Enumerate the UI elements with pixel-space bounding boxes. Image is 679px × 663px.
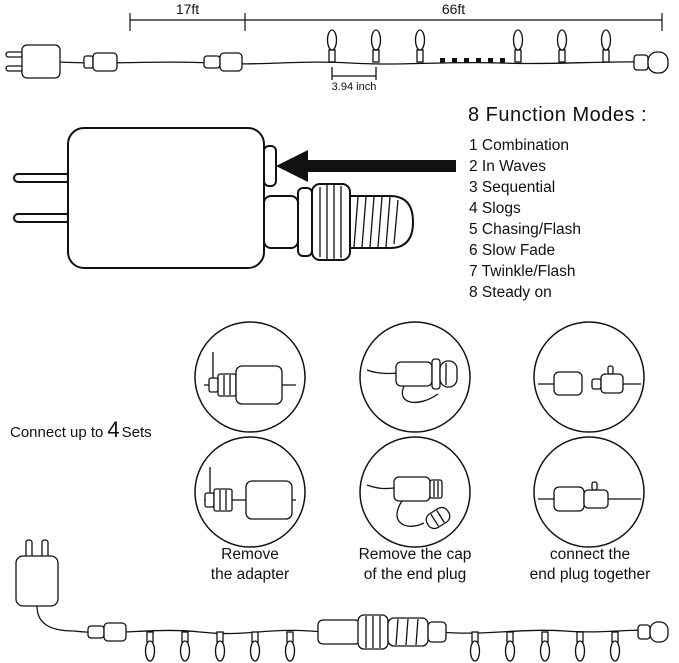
step1-caption: Remove the adapter (193, 545, 307, 585)
joined-end-plugs (317, 614, 447, 650)
bulb (609, 631, 621, 662)
end-plug-top (633, 51, 669, 74)
step-circle (533, 321, 645, 433)
knurled-ring (311, 183, 351, 261)
mode-item: 5 Chasing/Flash (469, 221, 582, 238)
mode-item: 3 Sequential (469, 179, 556, 196)
inline-connector-c (87, 622, 127, 642)
bulb (469, 631, 481, 662)
step-circle (359, 436, 471, 548)
bulb (249, 631, 261, 662)
function-modes-list: 1 Combination 2 In Waves 3 Sequential 4 … (469, 135, 581, 303)
adapter-prong (13, 173, 71, 183)
plugs-connected-drawing (538, 481, 641, 512)
connect-count: 4 (107, 417, 120, 442)
adapter-removed-drawing (204, 467, 296, 520)
power-adapter (13, 127, 415, 269)
continuation-dots-icon (440, 58, 505, 63)
bulb (556, 29, 568, 63)
wall-plug-icon (5, 44, 61, 79)
top-string-lights (5, 29, 669, 80)
caption-line: end plug together (529, 566, 651, 583)
end-plug-cap-on-drawing (366, 358, 458, 404)
bulb (504, 631, 516, 662)
mode-button (263, 145, 277, 187)
caption-line: of the end plug (363, 566, 467, 583)
bulb (539, 631, 551, 662)
string-wire (59, 61, 651, 65)
caption-line: Remove (221, 546, 279, 563)
inline-connector-a (83, 52, 118, 72)
wall-plug-icon (15, 539, 59, 607)
adapter-body (67, 127, 265, 269)
dimension-lines (129, 13, 663, 31)
step2-caption: Remove the cap of the end plug (345, 545, 485, 585)
bulb (214, 631, 226, 662)
connect-prefix: Connect up to (10, 424, 104, 441)
bulb (326, 29, 338, 63)
bulb (284, 631, 296, 662)
connect-suffix: Sets (121, 424, 152, 441)
bulb (414, 29, 426, 63)
inline-connector-b (203, 52, 243, 72)
adapter-prong (13, 213, 71, 223)
mode-item: 8 Steady on (469, 284, 552, 301)
mode-item: 1 Combination (469, 137, 569, 154)
mode-item: 7 Twinkle/Flash (469, 263, 576, 280)
mode-item: 4 Slogs (469, 200, 521, 217)
connector-neck (263, 195, 299, 249)
step-circle (533, 436, 645, 548)
bulb (370, 29, 382, 63)
end-plug-bottom (637, 621, 669, 643)
bulb (144, 631, 156, 662)
connector-flange (297, 187, 313, 257)
bottom-string-lights (15, 539, 669, 662)
mode-item: 6 Slow Fade (469, 242, 556, 259)
caption-line: Remove the cap (358, 546, 472, 563)
adapter-attached-drawing (204, 352, 296, 405)
mode-button-arrow-icon (276, 150, 456, 182)
step3-caption: connect the end plug together (518, 545, 662, 585)
step-circle (194, 436, 306, 548)
end-plug-cap-off-drawing (366, 476, 451, 530)
bulb (512, 29, 524, 63)
function-modes-title: 8 Function Modes : (468, 104, 648, 126)
step-circle (194, 321, 306, 433)
power-cord (36, 605, 75, 632)
bulb (600, 29, 612, 63)
mode-item: 2 In Waves (469, 158, 546, 175)
caption-line: connect the (549, 546, 631, 563)
step-circle (359, 321, 471, 433)
bulb (179, 631, 191, 662)
step-circles (194, 321, 645, 548)
caption-line: the adapter (210, 566, 290, 583)
bulb (574, 631, 586, 662)
threaded-plug (349, 195, 415, 249)
bulb-spacing-dimension (331, 67, 377, 80)
bulb-spacing-label: 3.94 inch (331, 81, 377, 93)
segment2-length-label: 66ft (441, 1, 466, 17)
plugs-apart-drawing (538, 365, 641, 396)
segment1-length-label: 17ft (175, 1, 200, 17)
